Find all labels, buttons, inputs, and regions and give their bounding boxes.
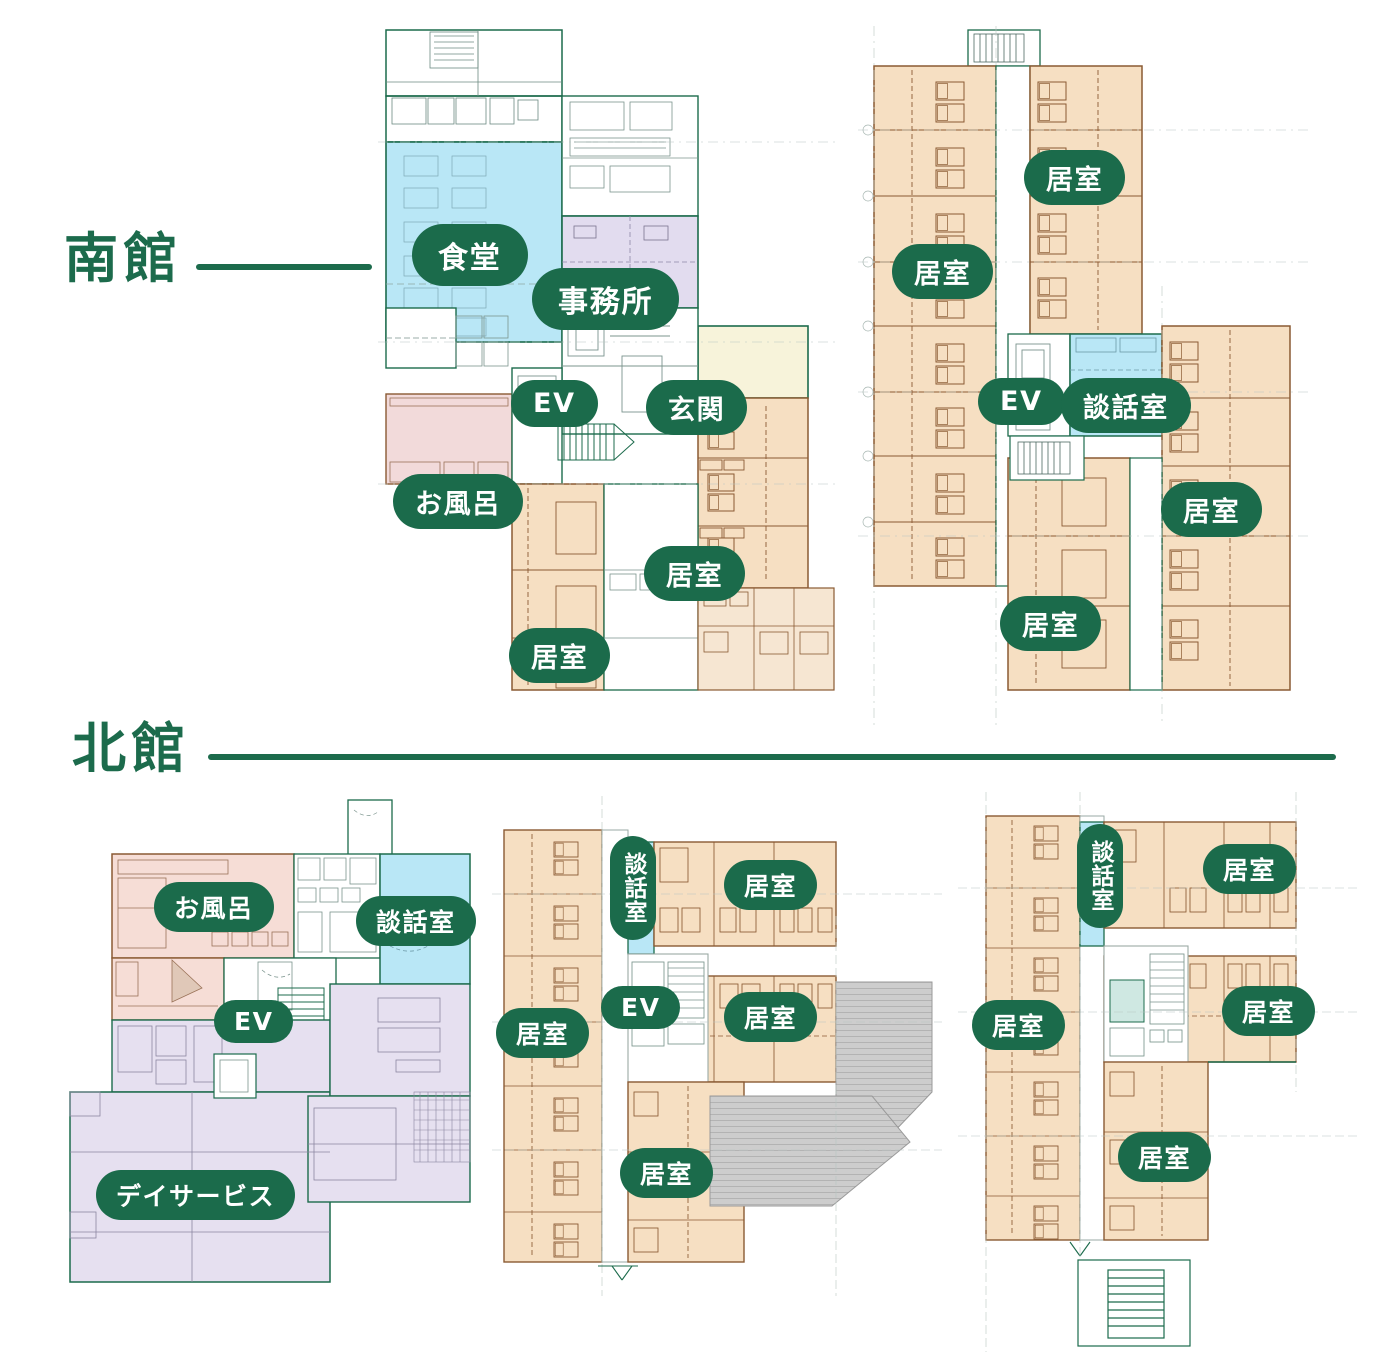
callout-room-south-up-c[interactable]: 居室	[1161, 482, 1263, 537]
plan-south-1f: 食堂 事務所 EV 玄関 お風呂 居室 居室	[378, 26, 838, 726]
callout-ev-label: EV	[234, 1007, 274, 1036]
plan-north-3f: 談話室 居室 居室 居室 居室	[958, 792, 1358, 1352]
callout-room-north-3f-c[interactable]: 居室	[972, 1000, 1066, 1050]
callout-room-label: 居室	[744, 1004, 798, 1033]
callout-bath-label: お風呂	[415, 489, 501, 520]
callout-ev-south-1f[interactable]: EV	[511, 380, 598, 427]
callout-ev-label: EV	[621, 993, 661, 1022]
callout-lounge-label: 談話室	[1083, 393, 1169, 424]
callout-room-south-up-a[interactable]: 居室	[1024, 150, 1126, 205]
callout-room-label: 居室	[640, 1160, 694, 1189]
callout-lounge-label: 談話室	[376, 908, 456, 937]
callout-dining[interactable]: 食堂	[412, 224, 528, 286]
callout-office-label: 事務所	[558, 285, 654, 320]
callout-lounge-label: 談話室	[620, 852, 646, 924]
callout-ev-label: EV	[533, 388, 576, 419]
callout-office[interactable]: 事務所	[532, 268, 680, 330]
callout-entrance-label: 玄関	[668, 395, 726, 426]
callout-room-label: 居室	[744, 872, 798, 901]
callout-room-label: 居室	[914, 259, 972, 290]
plan-north-1f: お風呂 談話室 EV デイサービス	[62, 792, 502, 1292]
callout-bath-south[interactable]: お風呂	[393, 474, 523, 529]
callout-bath-north[interactable]: お風呂	[154, 882, 274, 932]
callout-dayservice[interactable]: デイサービス	[96, 1170, 296, 1220]
callout-ev-north-1f[interactable]: EV	[214, 1000, 294, 1043]
callout-room-label: 居室	[1046, 165, 1104, 196]
callout-room-label: 居室	[1022, 611, 1080, 642]
callout-lounge-north-1f[interactable]: 談話室	[356, 896, 476, 946]
callout-room-south-1f-a[interactable]: 居室	[644, 546, 746, 601]
callout-dayservice-label: デイサービス	[116, 1182, 276, 1211]
callout-ev-north-2f[interactable]: EV	[601, 986, 681, 1029]
callout-room-south-up-b[interactable]: 居室	[892, 244, 994, 299]
plan-north-2f: 談話室 居室 EV 居室 居室 居室	[492, 796, 942, 1296]
callout-ev-south-upper[interactable]: EV	[978, 378, 1065, 425]
callout-room-label: 居室	[1138, 1144, 1192, 1173]
callout-lounge-label: 談話室	[1087, 840, 1113, 912]
callout-room-label: 居室	[1223, 856, 1277, 885]
section-title-south: 南館	[64, 232, 183, 286]
callout-room-label: 居室	[992, 1012, 1046, 1041]
section-title-south-text: 南館	[64, 227, 183, 290]
callout-lounge-north-2f[interactable]: 談話室	[610, 836, 656, 940]
section-rule-south	[196, 264, 372, 270]
callout-lounge-north-3f[interactable]: 談話室	[1077, 824, 1123, 928]
callout-room-north-2f-d[interactable]: 居室	[620, 1148, 714, 1198]
callout-room-label: 居室	[1242, 998, 1296, 1027]
callout-room-north-2f-c[interactable]: 居室	[496, 1008, 590, 1058]
plan-south-upper: 居室 居室 EV 談話室 居室 居室	[858, 26, 1308, 726]
callout-room-label: 居室	[531, 643, 589, 674]
section-title-north: 北館	[72, 722, 191, 776]
callout-room-label: 居室	[666, 561, 724, 592]
callout-room-label: 居室	[516, 1020, 570, 1049]
callout-room-south-up-d[interactable]: 居室	[1000, 596, 1102, 651]
callout-ev-label: EV	[1000, 386, 1043, 417]
callout-room-north-2f-b[interactable]: 居室	[724, 992, 818, 1042]
callout-room-north-3f-a[interactable]: 居室	[1203, 844, 1297, 894]
section-rule-north	[208, 754, 1336, 760]
callout-bath-label: お風呂	[174, 894, 254, 923]
callout-room-south-1f-b[interactable]: 居室	[509, 628, 611, 683]
callout-room-north-2f-a[interactable]: 居室	[724, 860, 818, 910]
callout-room-north-3f-d[interactable]: 居室	[1118, 1132, 1212, 1182]
callout-lounge-south-upper[interactable]: 談話室	[1061, 378, 1191, 433]
callout-entrance[interactable]: 玄関	[646, 380, 748, 435]
section-title-north-text: 北館	[72, 717, 191, 780]
callout-room-north-3f-b[interactable]: 居室	[1222, 986, 1316, 1036]
callout-room-label: 居室	[1183, 497, 1241, 528]
callout-dining-label: 食堂	[438, 241, 502, 276]
